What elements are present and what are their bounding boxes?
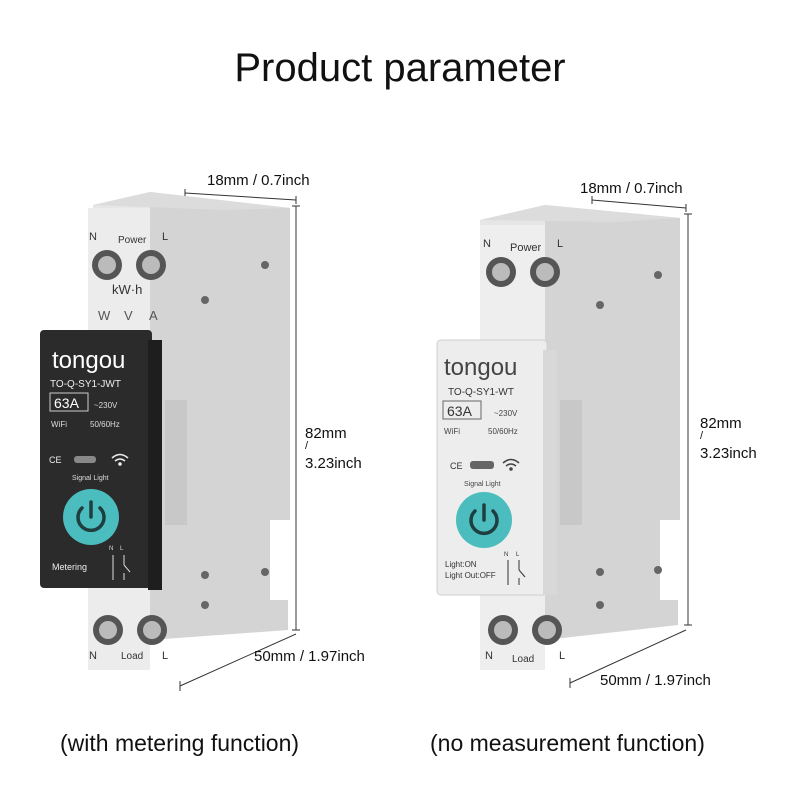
switch-l: L [120,546,124,552]
right-depth-dimension: 50mm / 1.97inch [600,672,711,689]
top-terminal-label: Power [118,235,147,246]
height-dimension-line [292,205,300,631]
caption-with-metering: (with metering function) [60,730,300,756]
bottom-terminals [93,615,167,645]
bottom-terminal-label: Load [512,654,534,665]
top-terminal-l: L [162,231,168,243]
brand-logo: tongou [444,354,517,381]
wifi-icon [502,458,520,471]
left-depth-dimension: 50mm / 1.97inch [254,648,365,665]
top-terminals [92,250,166,280]
side-panel [150,192,290,640]
depth-dimension-line [569,629,687,688]
left-height-dimension-inch: 3.23inch [305,455,362,472]
side-panel [545,205,680,640]
ce-mark: CE [450,461,463,471]
height-dimension-line [684,213,692,626]
frequency: 50/60Hz [488,427,518,436]
ce-mark: CE [49,455,62,465]
page-title: Product parameter [234,46,566,90]
light-off-label: Light Out:OFF [445,571,496,580]
bottom-terminals [488,615,562,645]
meter-unit-w: W [98,308,111,323]
depth-dimension-line [179,633,297,691]
width-dimension-line [184,189,297,204]
right-height-dimension-slash: / [700,430,704,442]
top-terminal-label: Power [510,242,542,254]
bottom-terminal-l: L [559,650,565,662]
left-width-dimension: 18mm / 0.7inch [207,172,310,189]
caption-no-measurement: (no measurement function) [430,730,705,756]
model-number: TO-Q-SY1-WT [448,387,514,398]
switch-diagram-icon [507,560,526,585]
rating: 63A [447,403,473,419]
voltage: ~230V [494,409,518,418]
model-number: TO-Q-SY1-JWT [50,379,121,390]
rating: 63A [54,395,80,411]
wifi-label: WiFi [444,427,460,436]
voltage: ~230V [94,401,118,410]
signal-label: Signal Light [72,475,109,482]
meter-unit-a: A [149,308,158,323]
switch-l: L [516,552,520,558]
left-height-dimension-slash: / [305,440,309,452]
bottom-terminal-n: N [485,650,493,662]
meter-unit-v: V [124,308,133,323]
meter-label: kW·h [112,282,142,297]
top-terminal-n: N [89,231,97,243]
switch-n: N [504,552,508,558]
right-width-dimension: 18mm / 0.7inch [580,180,683,197]
top-terminals [486,257,560,287]
signal-label: Signal Light [464,481,501,488]
power-icon [469,503,499,536]
mode-label: Metering [52,562,87,572]
wifi-icon [111,453,129,466]
front-upper [480,225,545,345]
wifi-label: WiFi [51,420,67,429]
power-icon [76,500,106,533]
bottom-terminal-n: N [89,650,97,662]
top-terminal-n: N [483,238,491,250]
brand-logo: tongou [52,347,125,374]
width-dimension-line [591,196,687,212]
right-height-dimension-mm: 82mm [700,415,742,432]
switch-diagram-icon [112,555,131,580]
switch-n: N [109,546,113,552]
bottom-terminal-label: Load [121,651,143,662]
bottom-terminal-l: L [162,650,168,662]
signal-light [470,461,494,469]
top-terminal-l: L [557,238,563,250]
light-on-label: Light:ON [445,560,477,569]
left-height-dimension-mm: 82mm [305,425,347,442]
right-height-dimension-inch: 3.23inch [700,445,757,462]
signal-light [74,456,96,463]
frequency: 50/60Hz [90,420,120,429]
